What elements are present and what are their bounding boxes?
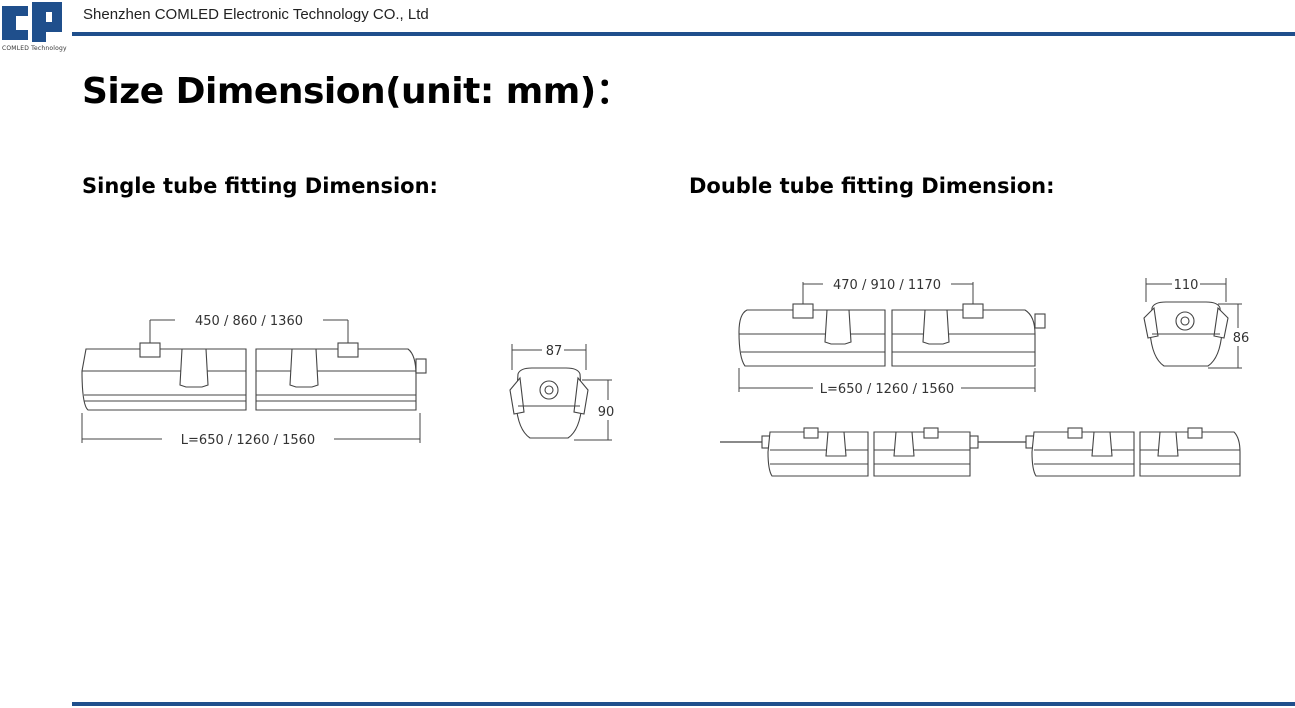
double-tube-side-drawing: 470 / 910 / 1170 L=650 / 1260 / 1560 bbox=[738, 278, 1046, 397]
single-tube-end-drawing: 87 90 bbox=[509, 344, 615, 441]
single-length-label: L=650 / 1260 / 1560 bbox=[181, 433, 315, 448]
page-title: Size Dimension(unit: mm)： bbox=[82, 71, 632, 112]
double-mount-spacing-label: 470 / 910 / 1170 bbox=[833, 278, 941, 293]
double-tube-heading: Double tube fitting Dimension: bbox=[689, 174, 1055, 198]
double-tube-end-drawing: 110 86 bbox=[1143, 278, 1250, 369]
header-rule bbox=[72, 32, 1295, 36]
footer-rule bbox=[72, 702, 1295, 706]
double-length-label: L=650 / 1260 / 1560 bbox=[820, 382, 954, 397]
single-height-label: 90 bbox=[598, 405, 615, 420]
double-height-label: 86 bbox=[1233, 331, 1250, 346]
double-tube-linked-drawing bbox=[720, 427, 1241, 477]
company-name: Shenzhen COMLED Electronic Technology CO… bbox=[83, 6, 429, 23]
single-tube-side-drawing: 450 / 860 / 1360 L=650 / 1260 / 1560 bbox=[81, 314, 427, 448]
company-logo bbox=[2, 2, 62, 42]
double-width-label: 110 bbox=[1174, 278, 1199, 293]
single-tube-heading: Single tube fitting Dimension: bbox=[82, 174, 438, 198]
single-mount-spacing-label: 450 / 860 / 1360 bbox=[195, 314, 303, 329]
single-width-label: 87 bbox=[546, 344, 563, 359]
logo-caption: COMLED Technology bbox=[2, 45, 67, 52]
